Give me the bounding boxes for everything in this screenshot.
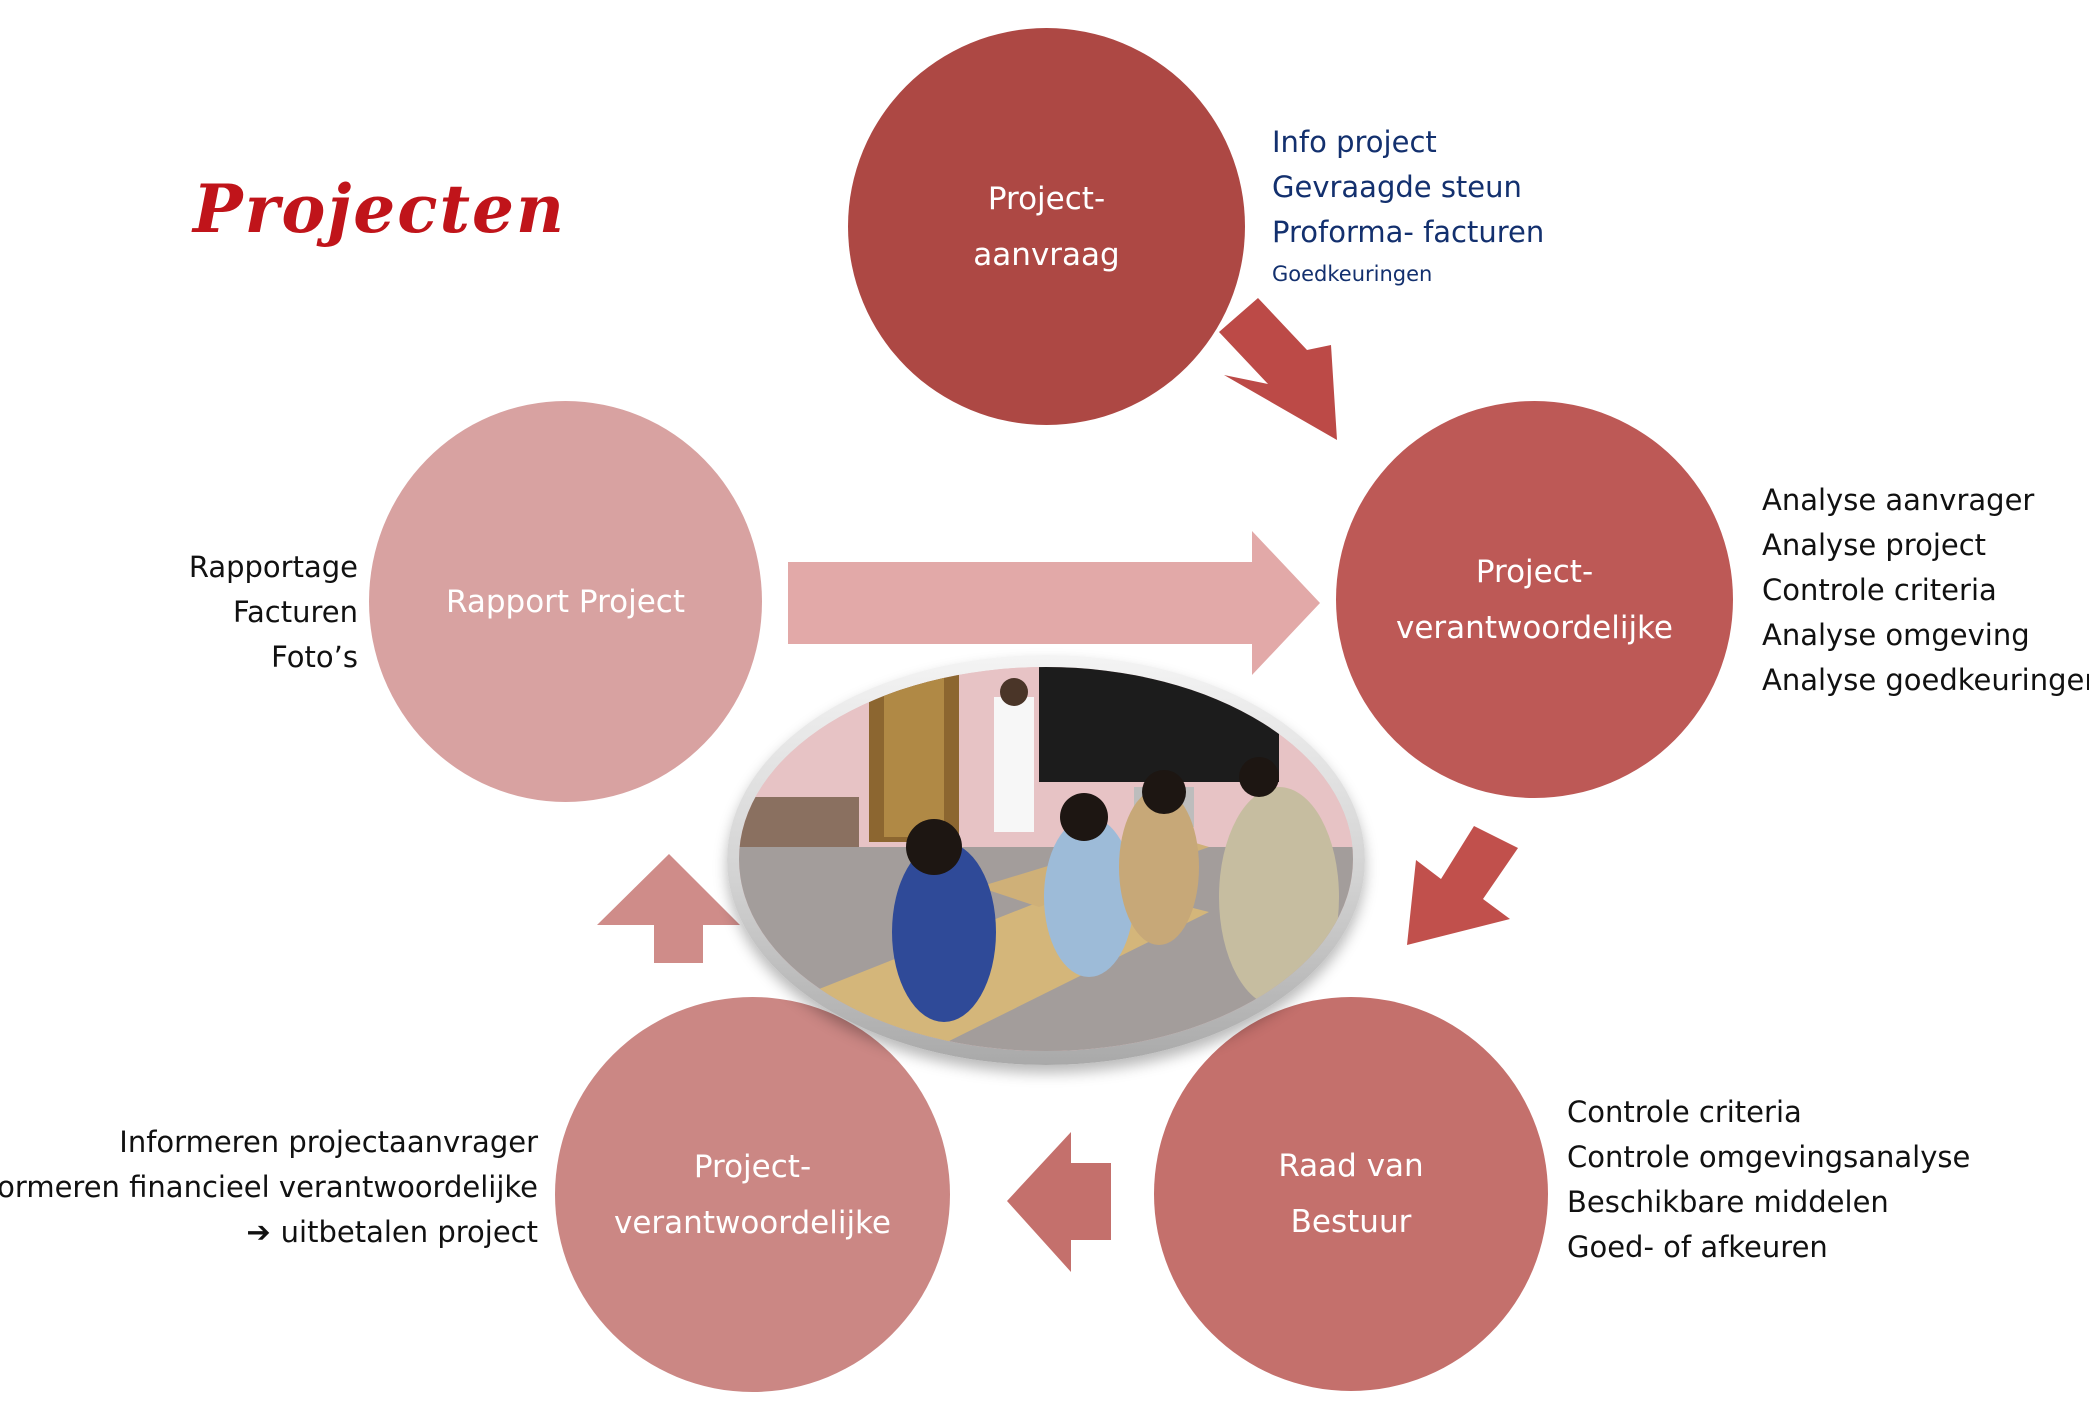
list-item: Rapportage [188,550,358,584]
arrow-verantwoordelijke-to-raad [1407,826,1518,945]
list-item: Informeren financieel verantwoordelijke [0,1170,538,1204]
step-label-line1: Raad van [1278,1148,1424,1184]
photo-frame [727,655,1365,1065]
list-item: Gevraagde steun [1272,170,1522,204]
list-item: Controle criteria [1762,573,1997,607]
step-label-line2: aanvraag [973,236,1120,273]
info-list: Informeren projectaanvrager Informeren f… [0,1120,538,1255]
list-item: Proforma- facturen [1272,215,1545,249]
step-project-verantwoordelijke-analyse: Project- verantwoordelijke [1336,401,1733,798]
list-item: Analyse goedkeuringen [1762,663,2089,697]
arrow-aanvraag-to-verantwoordelijke [1219,298,1337,440]
step-label-line2: verantwoordelijke [1396,609,1673,646]
list-item: ➔ uitbetalen project [0,1210,538,1255]
step-label-line1: Project- [1475,553,1594,590]
rapport-list: Rapportage Facturen Foto’s [189,545,358,680]
list-item: Analyse omgeving [1762,618,2030,652]
list-item: Goed- of afkeuren [1567,1230,1828,1264]
step-project-aanvraag: Project- aanvraag [848,28,1245,425]
list-item: Foto’s [271,640,358,674]
step-label-line1: Rapport Project [446,583,685,620]
aanvraag-list: Info project Gevraagde steun Proforma- f… [1272,120,1544,293]
list-item: Informeren projectaanvrager [119,1125,538,1159]
list-item: Analyse aanvrager [1762,483,2035,517]
list-item-text: uitbetalen project [280,1215,538,1249]
analyse-list: Analyse aanvrager Analyse project Contro… [1762,478,2089,703]
list-item: Controle omgevingsanalyse [1567,1140,1971,1174]
step-raad-van-bestuur: Raad van Bestuur [1154,997,1548,1391]
arrow-info-to-rapport [597,854,740,963]
classroom-photo [739,667,1353,1051]
list-item: Goedkeuringen [1272,262,1433,286]
step-label-line1: Project- [693,1148,812,1185]
list-item: Controle criteria [1567,1095,1802,1129]
right-arrow-icon: ➔ [246,1215,271,1249]
list-item: Analyse project [1762,528,1987,562]
step-rapport-project: Rapport Project [369,401,762,802]
step-label-line2: Bestuur [1290,1204,1412,1240]
list-item: Info project [1272,125,1437,159]
step-label-line1: Project- [987,180,1106,217]
list-item: Facturen [233,595,358,629]
step-label-line2: verantwoordelijke [614,1204,891,1241]
step-project-verantwoordelijke-uitbetaling: Project- verantwoordelijke [555,997,950,1392]
arrow-rapport-to-verantwoordelijke [788,531,1320,675]
list-item: Beschikbare middelen [1567,1185,1889,1219]
arrow-raad-to-info [1007,1132,1111,1272]
raad-list: Controle criteria Controle omgevingsanal… [1567,1090,1970,1270]
page-title: Projecten [193,170,566,248]
